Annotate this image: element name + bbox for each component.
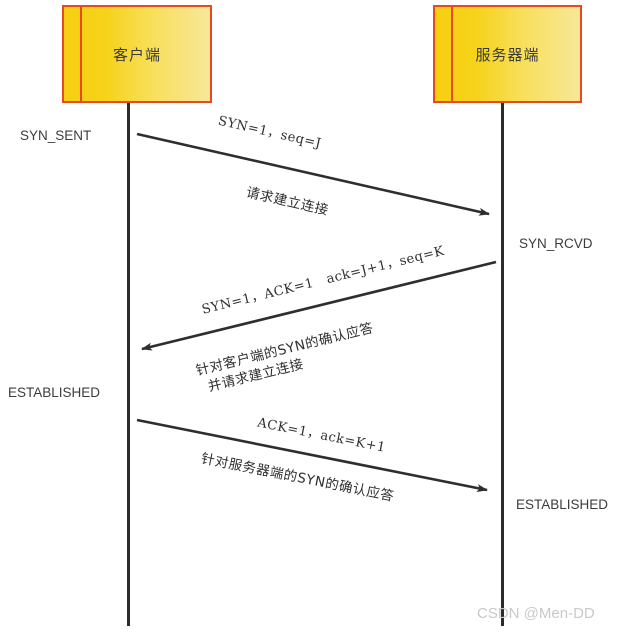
message-syn-description-line-1: 请求建立连接 [244,184,331,219]
client-node-label: 客户端 [112,45,161,64]
message-ack-description-line-1: 针对服务器端的SYN的确认应答 [199,450,396,505]
server-node-label: 服务器端 [475,45,540,64]
client-lifeline [127,103,130,626]
state-label-client-syn-sent: SYN_SENT [20,128,92,143]
message-syn-code: SYN=1，seq=J [216,113,323,152]
state-label-server-established: ESTABLISHED [516,497,609,512]
message-ack-code: ACK=1，ack=K+1 [256,415,387,456]
server-box-divider [451,7,453,101]
state-label-client-established: ESTABLISHED [8,385,101,400]
server-lifeline [501,103,504,626]
message-syn-ack-code: SYN=1，ACK=1 ack=J+1，seq=K [200,243,447,318]
client-node-box: 客户端 [62,5,212,103]
watermark-text: CSDN @Men-DD [477,605,595,622]
server-node-box: 服务器端 [433,5,582,103]
client-box-divider [80,7,82,101]
state-label-server-syn-rcvd: SYN_RCVD [519,236,593,251]
